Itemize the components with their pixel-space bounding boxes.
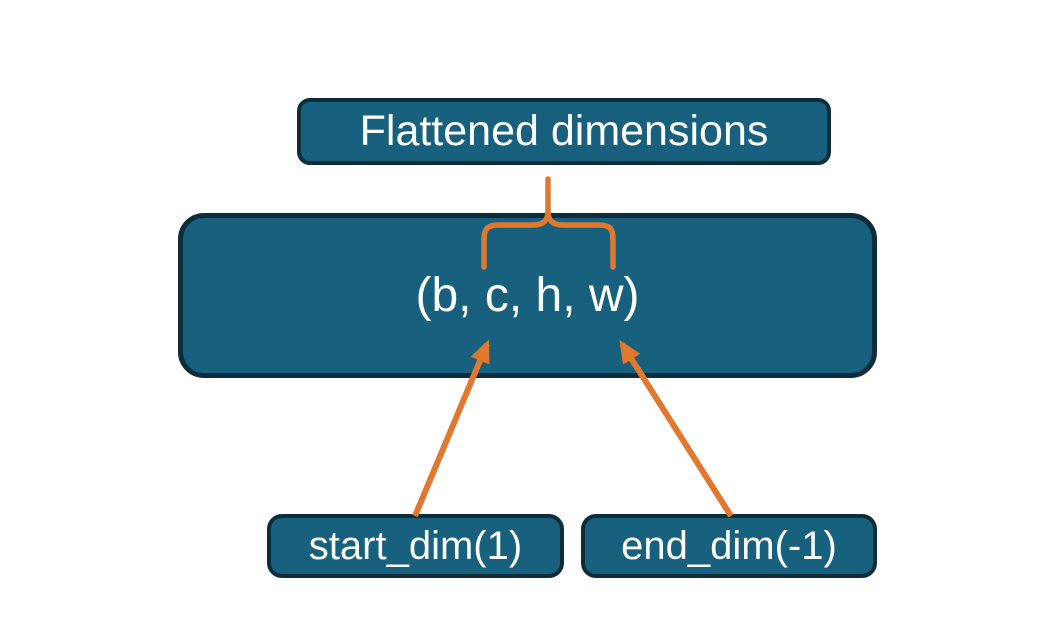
tensor-shape-box: (b, c, h, w) — [178, 213, 877, 378]
start-dim-box: start_dim(1) — [267, 514, 564, 578]
end-dim-label: end_dim(-1) — [621, 524, 837, 568]
flattened-dimensions-box: Flattened dimensions — [297, 98, 831, 165]
flattened-dimensions-label: Flattened dimensions — [359, 107, 769, 155]
start-dim-label: start_dim(1) — [308, 524, 523, 568]
tensor-shape-label: (b, c, h, w) — [415, 268, 640, 322]
end-dim-box: end_dim(-1) — [581, 514, 877, 578]
